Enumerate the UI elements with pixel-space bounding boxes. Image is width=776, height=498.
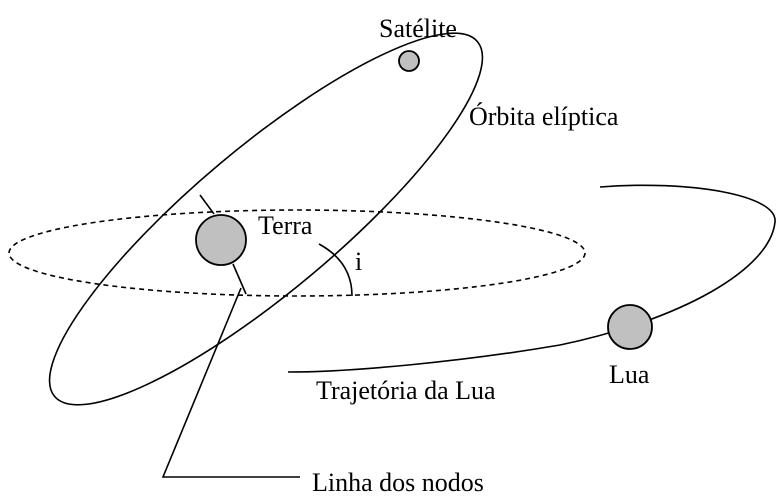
elliptical-orbit: [48, 32, 484, 406]
moon-body: [607, 304, 653, 350]
node-line-lower: [232, 263, 247, 295]
satellite-body: [398, 50, 420, 72]
satellite-label: Satélite: [379, 14, 457, 43]
moon-trajectory: [287, 184, 776, 373]
inclination-arc: [318, 243, 353, 297]
inclination-label: i: [355, 247, 362, 276]
node-line-leader: [161, 287, 300, 478]
orbit-label: Órbita elíptica: [469, 102, 619, 131]
earth-body: [195, 214, 247, 266]
node-line-upper: [199, 194, 215, 215]
earth-label: Terra: [258, 211, 313, 240]
node-line-label: Linha dos nodos: [312, 468, 484, 497]
moon-path-label: Trajetória da Lua: [316, 376, 496, 405]
moon-label: Lua: [609, 360, 650, 389]
equatorial-plane: [8, 209, 586, 297]
